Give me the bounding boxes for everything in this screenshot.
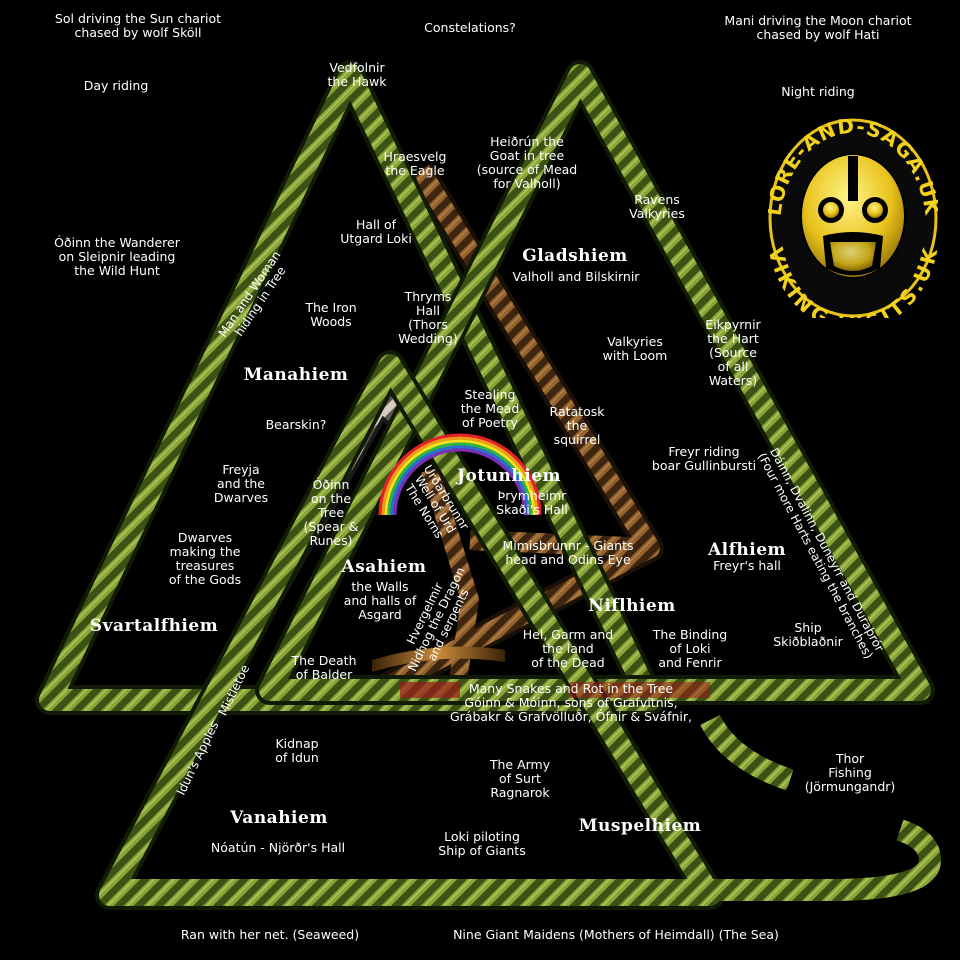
realm-asahiem: Asahiem <box>341 557 427 577</box>
label-bearskin: Bearskin? <box>265 417 327 432</box>
label-freyrs-hall: Freyr's hall <box>713 558 781 573</box>
label-nine-maidens: Nine Giant Maidens (Mothers of Heimdall)… <box>453 927 779 942</box>
label-day-riding: Day riding <box>83 78 149 93</box>
realm-gladshiem: Gladshiem <box>522 246 628 266</box>
realm-vanahiem: Vanahiem <box>230 808 328 828</box>
label-valholl: Valholl and Bilskirnir <box>512 269 640 284</box>
realm-niflhiem: Niflhiem <box>588 596 676 616</box>
realm-alfhiem: Alfhiem <box>707 540 787 560</box>
realm-manahiem: Manahiem <box>243 365 349 385</box>
label-constellations: Constelations? <box>424 20 516 35</box>
label-ran: Ran with her net. (Seaweed) <box>180 927 360 942</box>
label-noatun: Nóatún - Njörðr's Hall <box>210 840 346 855</box>
realm-muspelhiem: Muspelhiem <box>578 816 702 836</box>
label-night-riding: Night riding <box>781 84 855 99</box>
realm-jotunhiem: Jotunhiem <box>456 466 562 486</box>
rot-marks <box>400 682 710 698</box>
rainbow-bridge <box>378 433 542 516</box>
lore-and-saga-logo: LORE-AND-SAGA.UK VIKING-VISITS.UK <box>768 118 938 318</box>
root-arch <box>372 646 505 672</box>
realm-svartalfhiem: Svartalfhiem <box>89 616 219 636</box>
